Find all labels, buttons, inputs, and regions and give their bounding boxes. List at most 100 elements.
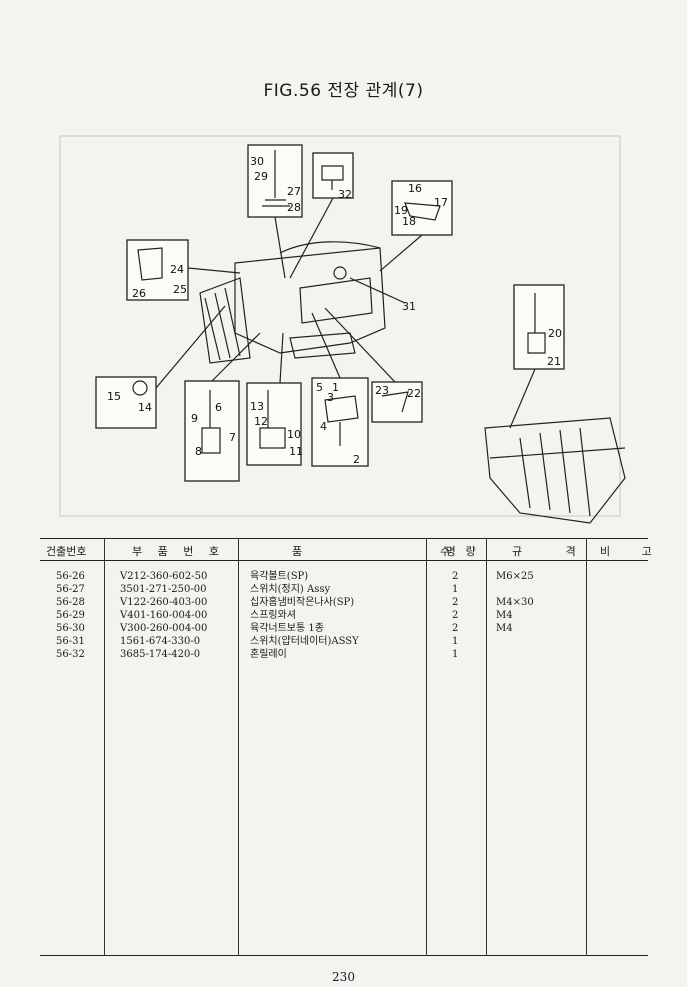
column-divider xyxy=(426,538,427,956)
callout-label: 5 xyxy=(316,381,323,394)
cell-qty: 1 xyxy=(452,649,459,660)
cell-no: 56-29 xyxy=(56,610,85,621)
callout-label: 27 xyxy=(287,185,301,198)
callout-label: 25 xyxy=(173,283,187,296)
background-ghost-frame xyxy=(59,135,621,517)
header-quantity: 수 량 xyxy=(440,545,482,558)
callout-label: 1 xyxy=(332,381,339,394)
header-spec: 규 격 xyxy=(512,545,596,558)
header-remark: 비 고 xyxy=(600,545,666,558)
harvester-side-view xyxy=(484,417,626,524)
cell-qty: 2 xyxy=(452,571,459,582)
detail-box-bracket xyxy=(391,180,453,236)
table-row: 56-27 3501-271-250-00 스위치(정지) Assy 1 xyxy=(40,583,648,596)
cell-no: 56-31 xyxy=(56,636,85,647)
callout-label: 2 xyxy=(353,453,360,466)
cell-part-no: 3685-174-420-0 xyxy=(120,649,201,660)
callout-label: 13 xyxy=(250,400,264,413)
detail-box-lever-switch xyxy=(184,380,240,482)
callout-label: 23 xyxy=(375,384,389,397)
callout-label: 19 xyxy=(394,204,408,217)
cell-name: 스위치(얍터네이터)ASSY xyxy=(250,636,359,647)
table-row: 56-28 V122-260-403-00 십자홈냄비작은나사(SP) 2 M4×30 xyxy=(40,596,648,609)
callout-label: 14 xyxy=(138,401,152,414)
cell-no: 56-26 xyxy=(56,571,85,582)
cell-spec: M4 xyxy=(496,623,513,634)
callout-label: 26 xyxy=(132,287,146,300)
callout-label: 24 xyxy=(170,263,184,276)
leader-lines xyxy=(155,197,536,429)
callout-label: 12 xyxy=(254,415,268,428)
cell-spec: M6×25 xyxy=(496,571,534,582)
cell-spec: M4×30 xyxy=(496,597,534,608)
callout-label: 32 xyxy=(338,188,352,201)
header-part-name: 품 명 xyxy=(292,545,526,558)
cell-part-no: V300-260-004-00 xyxy=(120,623,208,634)
callout-label: 29 xyxy=(254,170,268,183)
cell-part-no: 3501-271-250-00 xyxy=(120,584,207,595)
cell-name: 육각너트보통 1종 xyxy=(250,623,324,634)
detail-box-switch-assy xyxy=(246,382,302,466)
column-divider xyxy=(586,538,587,956)
callout-label: 8 xyxy=(195,445,202,458)
page-number: 230 xyxy=(332,970,355,984)
callout-label: 21 xyxy=(547,355,561,368)
exploded-parts-diagram: 30 29 27 28 32 16 19 17 18 24 26 25 31 2… xyxy=(59,135,626,524)
callout-labels: 30 29 27 28 32 16 19 17 18 24 26 25 31 2… xyxy=(107,155,562,466)
callout-label: 4 xyxy=(320,420,327,433)
callout-label: 16 xyxy=(408,182,422,195)
table-top-rule xyxy=(40,538,648,539)
callout-label: 31 xyxy=(402,300,416,313)
detail-box-lamp xyxy=(126,239,189,301)
cell-part-no: V122-260-403-00 xyxy=(120,597,208,608)
table-row: 56-29 V401-160-004-00 스프링와셔 2 M4 xyxy=(40,609,648,622)
callout-label: 17 xyxy=(434,196,448,209)
cell-qty: 1 xyxy=(452,636,459,647)
cell-name: 혼릴레이 xyxy=(250,649,287,660)
table-row: 56-31 1561-674-330-0 스위치(얍터네이터)ASSY 1 xyxy=(40,635,648,648)
cell-qty: 2 xyxy=(452,597,459,608)
callout-label: 6 xyxy=(215,401,222,414)
cell-spec: M4 xyxy=(496,610,513,621)
cell-qty: 1 xyxy=(452,584,459,595)
detail-box-clip xyxy=(371,381,423,423)
cell-part-no: V212-360-602-50 xyxy=(120,571,208,582)
detail-box-alternator-wire xyxy=(513,284,565,370)
header-part-number: 부 품 번 호 xyxy=(132,545,225,558)
cell-no: 56-32 xyxy=(56,649,85,660)
cell-no: 56-27 xyxy=(56,584,85,595)
callout-label: 30 xyxy=(250,155,264,168)
cell-name: 십자홈냄비작은나사(SP) xyxy=(250,597,355,608)
table-bottom-rule xyxy=(40,955,648,956)
callout-label: 9 xyxy=(191,412,198,425)
cell-part-no: 1561-674-330-0 xyxy=(120,636,201,647)
cell-no: 56-30 xyxy=(56,623,85,634)
column-divider xyxy=(238,538,239,956)
callout-label: 18 xyxy=(402,215,416,228)
figure-title: FIG.56 전장 관계(7) xyxy=(263,81,424,101)
cell-part-no: V401-160-004-00 xyxy=(120,610,208,621)
callout-label: 15 xyxy=(107,390,121,403)
callout-label: 7 xyxy=(229,431,236,444)
harvester-main-body xyxy=(199,241,386,364)
callout-label: 11 xyxy=(289,445,303,458)
callout-label: 20 xyxy=(548,327,562,340)
callout-label: 28 xyxy=(287,201,301,214)
cell-no: 56-28 xyxy=(56,597,85,608)
column-divider xyxy=(486,538,487,956)
callout-label: 10 xyxy=(287,428,301,441)
cell-qty: 2 xyxy=(452,610,459,621)
callout-label: 22 xyxy=(407,387,421,400)
callout-label: 3 xyxy=(327,391,334,404)
table-row: 56-30 V300-260-004-00 육각너트보통 1종 2 M4 xyxy=(40,622,648,635)
cell-qty: 2 xyxy=(452,623,459,634)
cell-name: 육각볼트(SP) xyxy=(250,571,309,582)
table-header-rule xyxy=(40,560,648,561)
table-row: 56-26 V212-360-602-50 육각볼트(SP) 2 M6×25 xyxy=(40,570,648,583)
cell-name: 스프링와셔 xyxy=(250,610,296,621)
table-row: 56-32 3685-174-420-0 혼릴레이 1 xyxy=(40,648,648,661)
cell-name: 스위치(정지) Assy xyxy=(250,584,331,595)
header-no: 건출번호 xyxy=(46,545,87,558)
column-divider xyxy=(104,538,105,956)
